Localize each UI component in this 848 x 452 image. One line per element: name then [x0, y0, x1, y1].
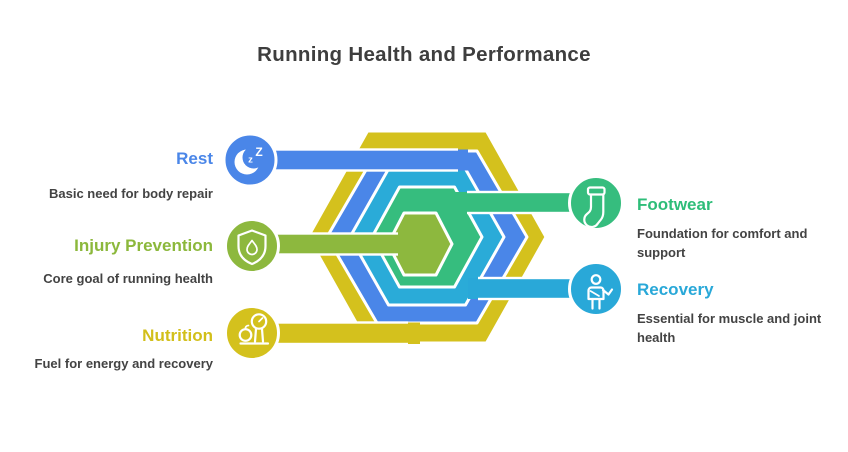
- nutrition-description: Fuel for energy and recovery: [34, 356, 213, 371]
- footwear-connector-outline-bottom: [467, 211, 598, 215]
- footwear-label: Footwear: [637, 195, 713, 214]
- flame-outline: [246, 239, 258, 256]
- recovery-badge: [568, 261, 624, 317]
- recovery-connector-outline-top: [478, 276, 598, 280]
- rest-connector-outline-top: [248, 148, 458, 151]
- nutrition-connector-outline-bottom: [250, 342, 408, 346]
- footwear-connector: [445, 192, 598, 213]
- footwear-description: Foundation for comfort and support: [637, 226, 808, 260]
- recovery-description: Essential for muscle and joint health: [637, 311, 822, 345]
- recovery-label: Recovery: [637, 280, 714, 299]
- person-icon: [587, 274, 614, 310]
- person-head: [590, 274, 602, 285]
- injury-badge: [224, 218, 280, 274]
- rest-description: Basic need for body repair: [49, 186, 213, 201]
- connector-bars: [248, 148, 598, 346]
- sock-icon: [583, 186, 606, 229]
- recovery-connector-outline-bottom: [478, 297, 598, 301]
- person-torso: [587, 286, 605, 301]
- nutrition-connector-outline-top: [250, 321, 408, 324]
- person-arm: [601, 288, 614, 296]
- footwear-connector-outline-top: [467, 190, 598, 194]
- zzz-letter-small: z: [242, 161, 246, 170]
- injury-connector-outline-bottom: [250, 253, 398, 256]
- injury-prevention-label: Injury Prevention: [74, 236, 213, 255]
- nutrition-connector: [250, 322, 420, 344]
- apple-scale-icon: [238, 313, 270, 345]
- injury-connector-outline-top: [250, 232, 398, 235]
- injury-connector: [250, 233, 420, 255]
- apple-leaf: [244, 324, 250, 331]
- scale-dial: [250, 313, 268, 330]
- rest-connector: [248, 149, 468, 171]
- scale-post: [253, 327, 265, 343]
- zzz-letter-medium: z: [248, 155, 253, 166]
- shield-outline: [237, 229, 267, 266]
- rest-connector-outline-bottom: [248, 169, 458, 172]
- injury-prevention-description: Core goal of running health: [43, 271, 213, 286]
- zzz-letter-large: Z: [255, 145, 262, 159]
- rest-label: Rest: [176, 149, 213, 168]
- sock-body: [583, 193, 605, 229]
- shield-flame-icon: [237, 229, 267, 266]
- sock-cuff: [586, 186, 606, 196]
- recovery-connector: [468, 278, 598, 299]
- nutrition-label: Nutrition: [142, 326, 213, 345]
- diagram-title: Running Health and Performance: [257, 43, 591, 66]
- moon-crescent-cut: [242, 146, 265, 169]
- person-sling: [589, 290, 600, 297]
- footwear-badge: [568, 175, 624, 231]
- moon-zzz-icon: Z z z: [234, 145, 265, 175]
- person-legs: [591, 297, 601, 310]
- scale-pointer: [258, 317, 264, 323]
